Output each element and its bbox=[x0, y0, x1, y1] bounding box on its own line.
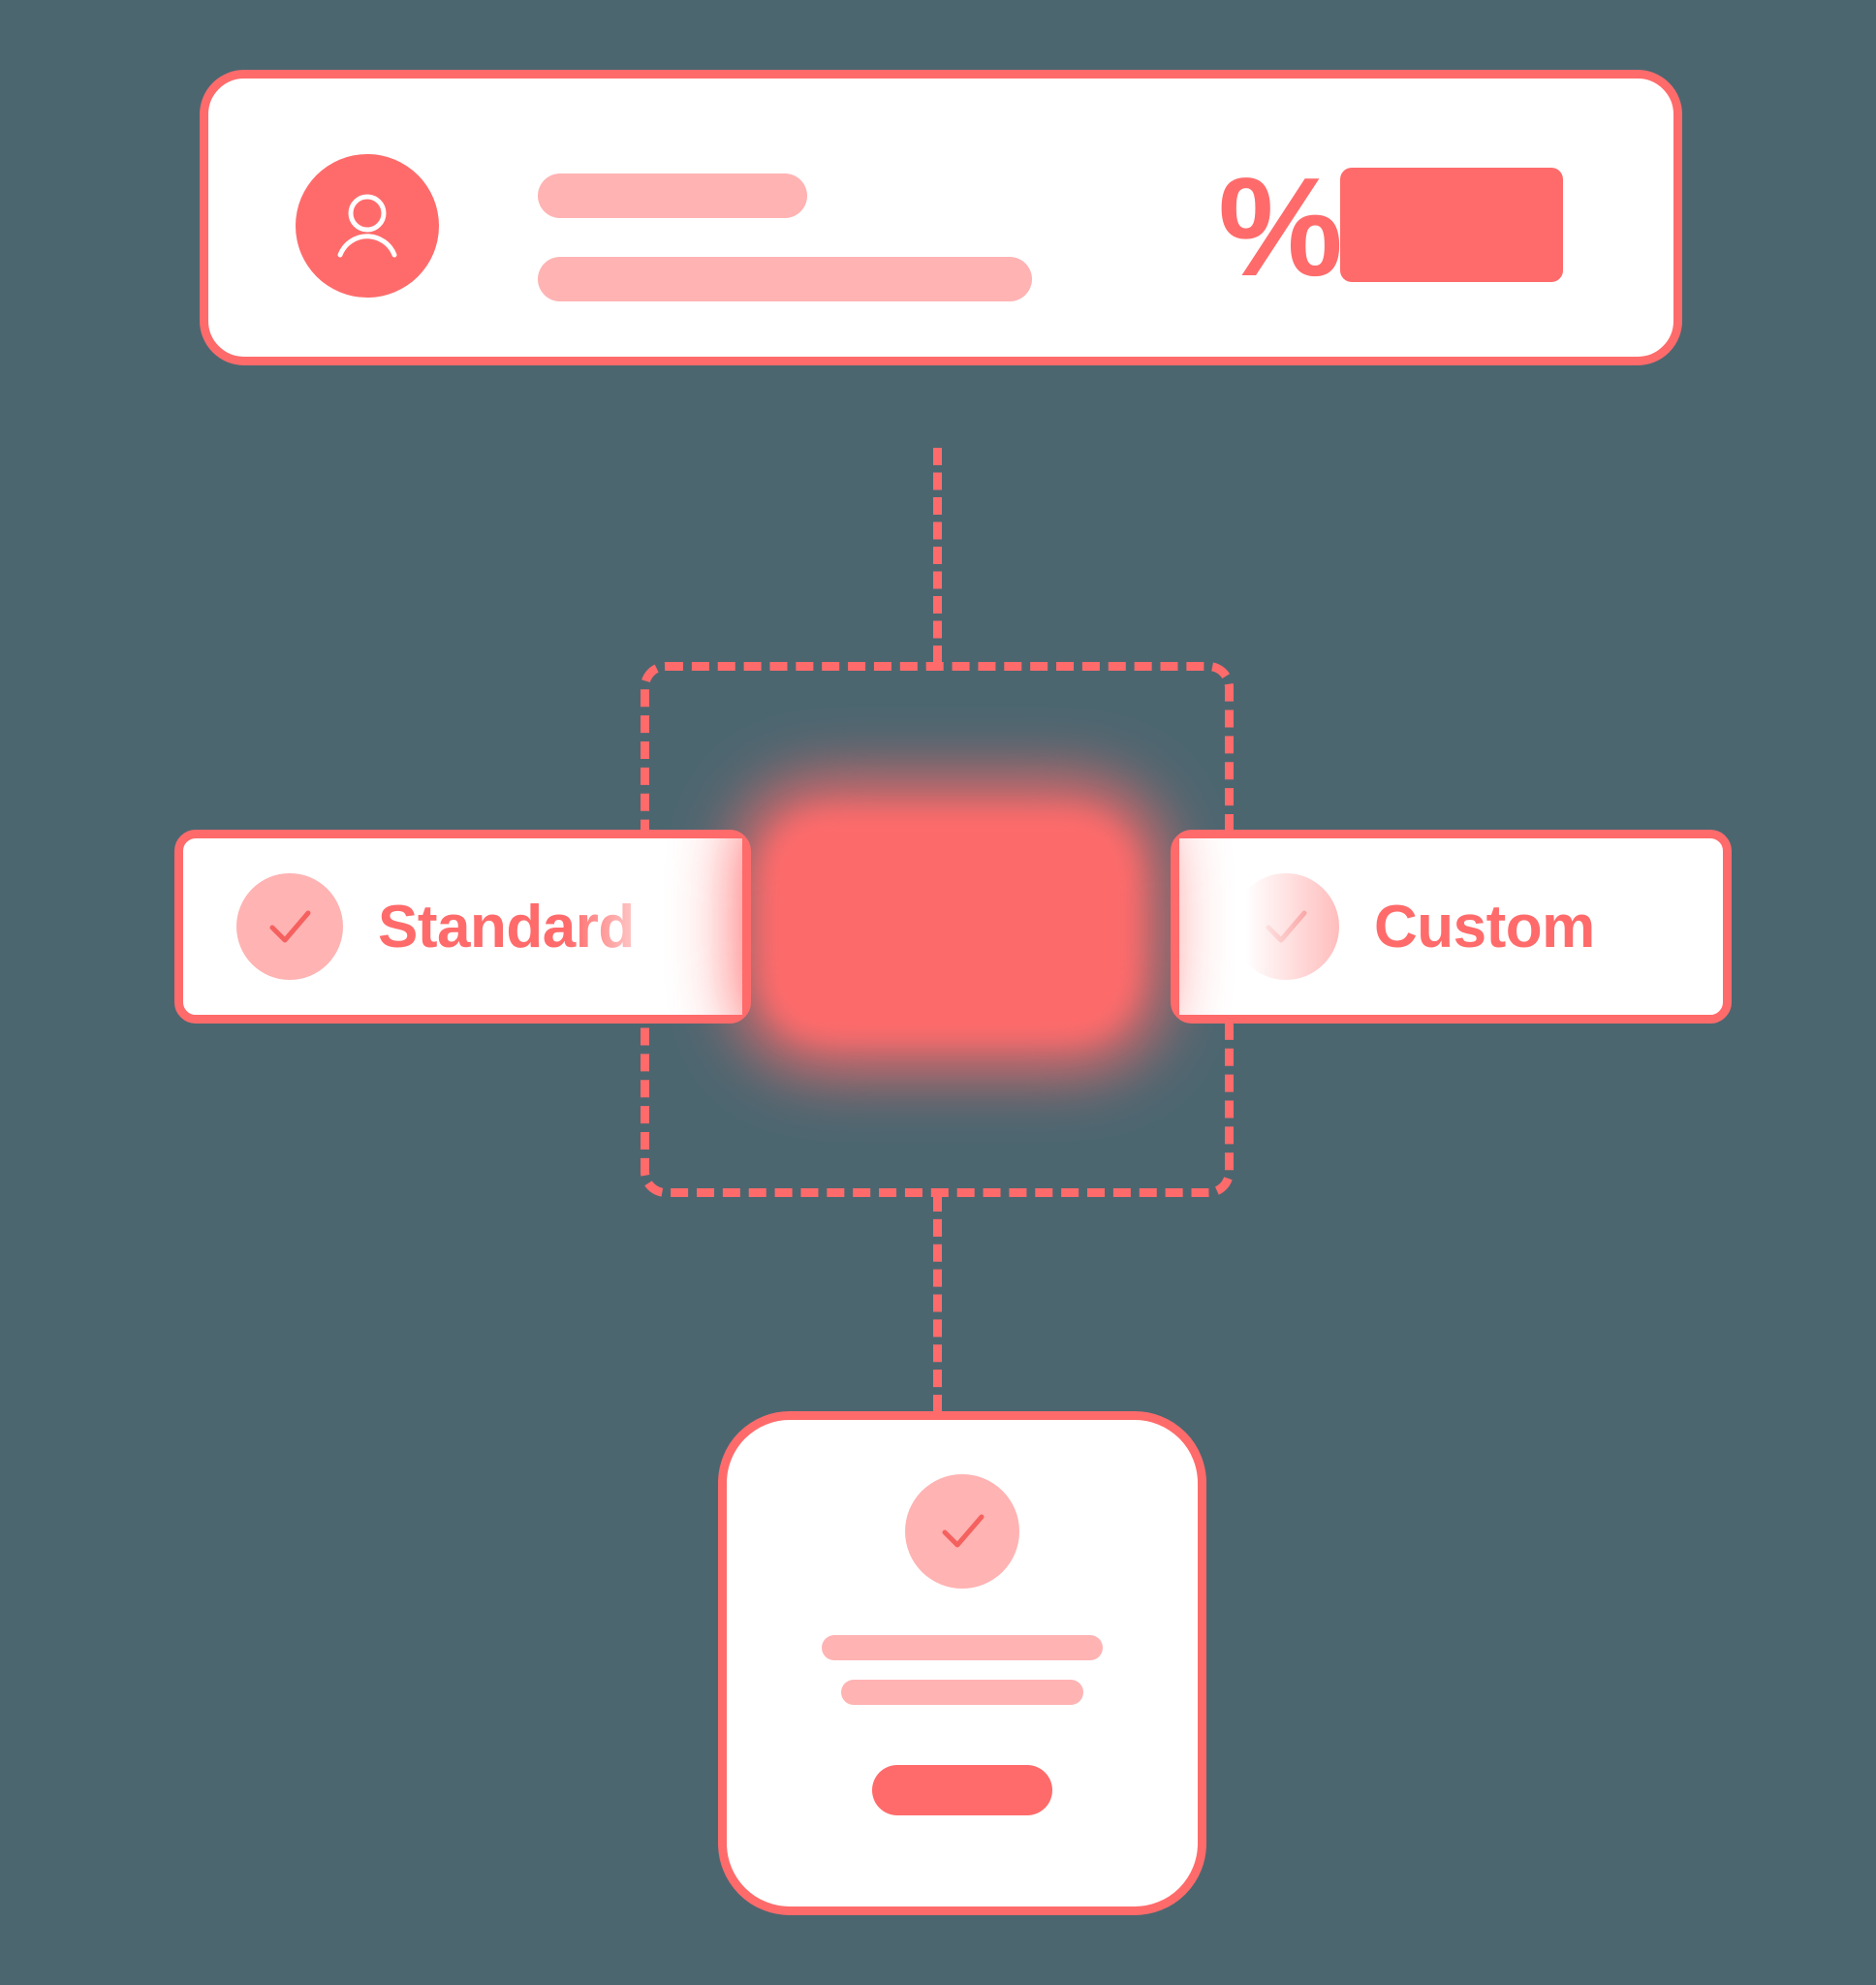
placeholder-line-secondary bbox=[841, 1680, 1083, 1705]
percent-icon: % bbox=[1218, 148, 1343, 305]
connector-top-stem bbox=[933, 448, 942, 663]
option-label-custom: Custom bbox=[1374, 893, 1595, 961]
placeholder-line-primary bbox=[822, 1635, 1103, 1660]
check-icon bbox=[1266, 910, 1307, 943]
avatar bbox=[296, 154, 439, 298]
user-avatar-icon bbox=[337, 194, 397, 258]
check-circle-standard bbox=[236, 873, 343, 980]
selection-highlight-block[interactable] bbox=[781, 832, 1118, 1022]
placeholder-line-secondary bbox=[538, 257, 1032, 301]
option-card-standard[interactable]: Standard bbox=[174, 830, 751, 1024]
check-icon bbox=[269, 910, 311, 943]
placeholder-line-primary bbox=[538, 173, 807, 218]
plan-option-row: Standard Custom bbox=[0, 779, 1876, 1070]
account-summary-card[interactable]: % bbox=[200, 70, 1682, 365]
confirmation-card[interactable] bbox=[718, 1411, 1206, 1915]
check-circle-custom bbox=[1233, 873, 1339, 980]
check-icon bbox=[942, 1514, 985, 1548]
option-card-custom[interactable]: Custom bbox=[1171, 830, 1732, 1024]
confirm-button[interactable] bbox=[872, 1765, 1052, 1815]
percent-value-chip[interactable] bbox=[1340, 168, 1563, 282]
check-circle-confirmation bbox=[905, 1474, 1019, 1589]
connector-bottom-stem bbox=[933, 1194, 942, 1412]
option-label-standard: Standard bbox=[378, 893, 635, 961]
